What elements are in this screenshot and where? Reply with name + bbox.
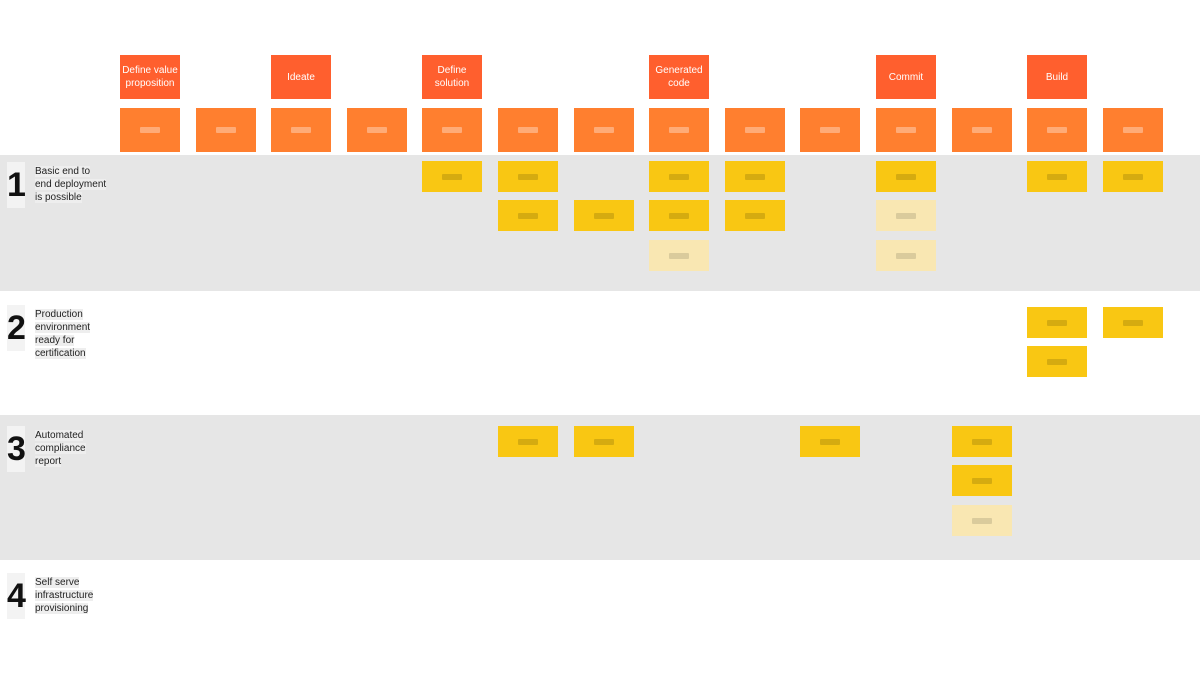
placeholder-text-bar [594,438,614,445]
placeholder-text-bar [669,173,689,180]
placeholder-text-bar [669,127,689,133]
story-card[interactable] [498,426,558,457]
release-label-text: Self serve infrastructure provisioning [35,577,94,614]
placeholder-text-bar [896,212,916,219]
release-number: 2 [7,305,26,351]
step-card[interactable] [725,108,785,152]
release-label: Basic end to end deployment is possible [35,165,109,204]
placeholder-text-bar [1047,319,1067,326]
step-card[interactable] [120,108,180,152]
placeholder-text-bar [518,438,538,445]
story-card[interactable] [876,161,936,192]
release-label: Automated compliance report [35,429,109,468]
story-card[interactable] [422,161,482,192]
placeholder-text-bar [669,252,689,259]
story-card[interactable] [952,505,1012,536]
activity-card[interactable]: Define solution [422,55,482,99]
story-card[interactable] [725,161,785,192]
story-card[interactable] [1027,161,1087,192]
activity-card[interactable]: Define value proposition [120,55,180,99]
placeholder-text-bar [1123,127,1143,133]
release-label-text: Basic end to end deployment is possible [35,166,107,203]
story-card[interactable] [952,465,1012,496]
release-label-text: Automated compliance report [35,430,86,467]
placeholder-text-bar [820,438,840,445]
story-card[interactable] [498,161,558,192]
placeholder-text-bar [1123,319,1143,326]
step-card[interactable] [1103,108,1163,152]
placeholder-text-bar [594,127,614,133]
placeholder-text-bar [518,127,538,133]
story-card[interactable] [1027,307,1087,338]
placeholder-text-bar [896,252,916,259]
placeholder-text-bar [745,212,765,219]
story-card[interactable] [498,200,558,231]
story-card[interactable] [1027,346,1087,377]
placeholder-text-bar [972,477,992,484]
story-card[interactable] [649,200,709,231]
release-number: 3 [7,426,26,472]
step-card[interactable] [196,108,256,152]
release-number: 1 [7,162,26,208]
story-card[interactable] [574,426,634,457]
step-card[interactable] [1027,108,1087,152]
placeholder-text-bar [442,173,462,180]
placeholder-text-bar [896,173,916,180]
activity-card[interactable]: Generated code [649,55,709,99]
release-number: 4 [7,573,26,619]
step-card[interactable] [574,108,634,152]
placeholder-text-bar [1047,358,1067,365]
step-card[interactable] [649,108,709,152]
story-card[interactable] [952,426,1012,457]
placeholder-text-bar [972,517,992,524]
placeholder-text-bar [745,173,765,180]
placeholder-text-bar [442,127,462,133]
placeholder-text-bar [972,127,992,133]
step-card[interactable] [347,108,407,152]
placeholder-text-bar [216,127,236,133]
story-card[interactable] [876,200,936,231]
placeholder-text-bar [367,127,387,133]
step-card[interactable] [800,108,860,152]
story-card[interactable] [876,240,936,271]
placeholder-text-bar [594,212,614,219]
story-card[interactable] [649,161,709,192]
story-card[interactable] [649,240,709,271]
story-card[interactable] [800,426,860,457]
activity-card[interactable]: Build [1027,55,1087,99]
placeholder-text-bar [1123,173,1143,180]
activity-card[interactable]: Commit [876,55,936,99]
step-card[interactable] [422,108,482,152]
placeholder-text-bar [972,438,992,445]
placeholder-text-bar [1047,173,1067,180]
placeholder-text-bar [820,127,840,133]
release-label: Self serve infrastructure provisioning [35,576,109,615]
story-card[interactable] [574,200,634,231]
placeholder-text-bar [669,212,689,219]
placeholder-text-bar [745,127,765,133]
step-card[interactable] [876,108,936,152]
release-label-text: Production environment ready for certifi… [35,309,91,359]
placeholder-text-bar [1047,127,1067,133]
story-card[interactable] [725,200,785,231]
placeholder-text-bar [291,127,311,133]
step-card[interactable] [498,108,558,152]
step-card[interactable] [952,108,1012,152]
activity-card[interactable]: Ideate [271,55,331,99]
placeholder-text-bar [896,127,916,133]
placeholder-text-bar [518,212,538,219]
step-card[interactable] [271,108,331,152]
release-label: Production environment ready for certifi… [35,308,109,360]
story-card[interactable] [1103,161,1163,192]
placeholder-text-bar [518,173,538,180]
placeholder-text-bar [140,127,160,133]
story-card[interactable] [1103,307,1163,338]
